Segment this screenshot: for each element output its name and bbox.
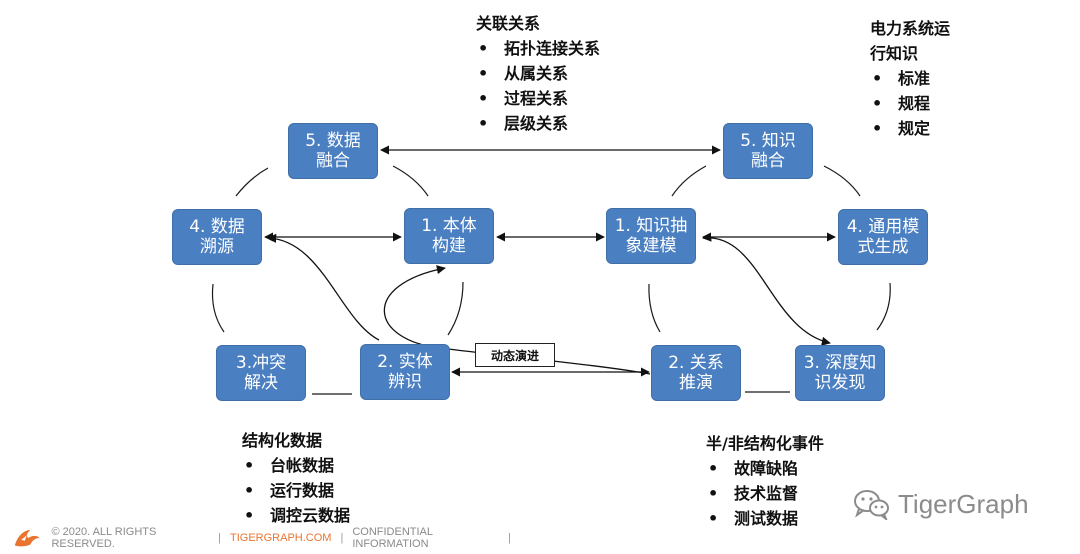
node-conflict: 3.冲突 解决 — [216, 345, 306, 401]
footer-separator: | — [340, 532, 344, 544]
list-item: 测试数据 — [706, 506, 824, 531]
note-title: 结构化数据 — [242, 431, 323, 450]
cycle-arc — [671, 165, 707, 197]
node-label: 3.冲突 — [235, 353, 287, 373]
footer-confidential: CONFIDENTIAL INFORMATION — [352, 526, 433, 550]
list-item: 调控云数据 — [242, 503, 350, 528]
wechat-icon — [854, 490, 889, 520]
list-item: 层级关系 — [476, 111, 600, 136]
list-item: 拓扑连接关系 — [476, 36, 600, 61]
node-label: 构建 — [432, 236, 466, 256]
node-label: 1. 知识抽 — [614, 216, 688, 236]
node-label: 融合 — [316, 151, 350, 171]
cycle-arc — [447, 281, 464, 336]
list-item: 规程 — [870, 91, 950, 116]
list-item: 运行数据 — [242, 478, 350, 503]
list-item: 规定 — [870, 116, 950, 141]
node-knowledge-abstract: 1. 知识抽 象建模 — [606, 208, 696, 264]
footer-separator: | — [508, 532, 511, 544]
note-title: 行知识 — [870, 44, 919, 63]
list-item: 台帐数据 — [242, 453, 350, 478]
node-label: 1. 本体 — [421, 216, 477, 236]
node-label: 溯源 — [200, 237, 234, 257]
node-knowledge-fusion: 5. 知识 融合 — [723, 123, 813, 179]
footer-website-link[interactable]: TIGERGRAPH.COM — [230, 532, 332, 544]
note-title: 半/非结构化事件 — [706, 434, 824, 453]
node-label: 2. 实体 — [377, 352, 433, 372]
watermark-text: TigerGraph — [898, 488, 1029, 519]
node-label: 推演 — [679, 373, 713, 393]
node-label: 2. 关系 — [668, 353, 724, 373]
footer-copyright: © 2020. ALL RIGHTS RESERVED. — [51, 526, 157, 550]
node-label: 辨识 — [388, 372, 422, 392]
cycle-arc — [235, 167, 269, 197]
tiger-logo-icon — [14, 529, 40, 547]
arrow-abstract-deep — [702, 232, 831, 346]
note-semi-structured: 半/非结构化事件 故障缺陷 技术监督 测试数据 — [706, 431, 824, 531]
note-relations: 关联关系 拓扑连接关系 从属关系 过程关系 层级关系 — [476, 11, 600, 136]
note-power-knowledge: 电力系统运 行知识 标准 规程 规定 — [870, 16, 950, 141]
cycle-arc — [392, 165, 429, 197]
node-entity: 2. 实体 辨识 — [360, 344, 450, 400]
list-item: 从属关系 — [476, 61, 600, 86]
cycle-arc — [823, 165, 861, 197]
node-label: 融合 — [751, 151, 785, 171]
note-title: 电力系统运 — [870, 19, 951, 38]
footer-separator: | — [218, 532, 222, 544]
node-label: 象建模 — [625, 236, 677, 256]
list-item: 标准 — [870, 66, 950, 91]
node-label: 5. 数据 — [305, 131, 361, 151]
node-label: 式生成 — [857, 237, 909, 257]
node-label: 3. 深度知 — [803, 353, 877, 373]
footer: © 2020. ALL RIGHTS RESERVED. | TIGERGRAP… — [0, 526, 520, 550]
node-label: 解决 — [244, 373, 278, 393]
node-deep-discovery: 3. 深度知 识发现 — [795, 345, 885, 401]
node-data-fusion: 5. 数据 融合 — [288, 123, 378, 179]
cycle-arc — [648, 283, 661, 333]
dynamic-evolution-label: 动态演进 — [475, 343, 555, 367]
node-label: 5. 知识 — [740, 131, 796, 151]
cycle-arc — [876, 282, 891, 331]
node-general-model: 4. 通用模 式生成 — [838, 209, 928, 265]
note-title: 关联关系 — [476, 14, 541, 33]
note-structured: 结构化数据 台帐数据 运行数据 调控云数据 — [242, 428, 350, 528]
node-label: 4. 通用模 — [846, 217, 920, 237]
list-item: 技术监督 — [706, 481, 824, 506]
cycle-arc — [211, 283, 225, 333]
node-label: 识发现 — [814, 373, 866, 393]
list-item: 过程关系 — [476, 86, 600, 111]
node-label: 4. 数据 — [189, 217, 245, 237]
node-relation-infer: 2. 关系 推演 — [651, 345, 741, 401]
watermark: TigerGraph — [852, 486, 1029, 522]
node-ontology: 1. 本体 构建 — [404, 208, 494, 264]
list-item: 故障缺陷 — [706, 456, 824, 481]
node-data-trace: 4. 数据 溯源 — [172, 209, 262, 265]
arrow-entity-trace — [267, 233, 380, 341]
